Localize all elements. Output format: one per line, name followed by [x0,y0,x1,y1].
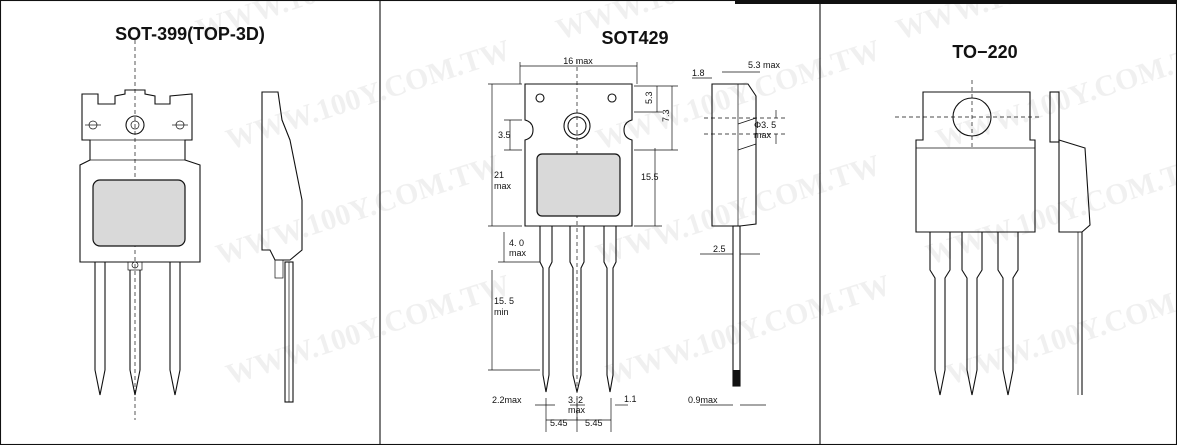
dim-lead-thick: 0.9max [688,395,718,405]
panel-title-sot429: SOT429 [601,28,668,48]
sot399-front-view [79,40,201,420]
panel-title-sot399: SOT-399(TOP-3D) [115,24,265,44]
watermark-text: WWW.100Y.COM.TW [922,148,1177,271]
watermark-text: WWW.100Y.COM.TW [602,268,895,391]
sot429-side-view [692,71,785,406]
dim-body-height: 15.5 [641,172,659,182]
dim-depth: 5.3 max [748,60,781,70]
watermark-text: WWW.100Y.COM.TW [222,33,515,156]
watermark-layer: WWW.100Y.COM.TW WWW.100Y.COM.TW WWW.100Y… [192,0,1177,392]
watermark-text: WWW.100Y.COM.TW [212,148,505,271]
dim-width: 16 max [563,56,593,66]
dim-tip: 1.1 [624,394,637,404]
sot399-side-view [261,91,303,403]
to220-side-view [1049,91,1091,395]
to220-front-view [895,80,1040,396]
dim-top-b: 7.3 [661,109,671,122]
panel-title-to220: TO−220 [952,42,1017,62]
watermark-text: WWW.100Y.COM.TW [892,0,1177,47]
dim-top-a: 5.3 [644,91,654,104]
sot429-front-view [488,60,678,432]
watermark-text: WWW.100Y.COM.TW [222,268,515,391]
dim-pitch-right: 5.45 [585,418,603,428]
dim-pitch-left: 5.45 [550,418,568,428]
watermark-text: WWW.100Y.COM.TW [552,0,845,47]
dim-lead-offset: 2.5 [713,244,726,254]
dim-hole-offset: 3.5 [498,130,511,140]
dim-top-thick: 1.8 [692,68,705,78]
dim-lead-width: 2.2max [492,395,522,405]
